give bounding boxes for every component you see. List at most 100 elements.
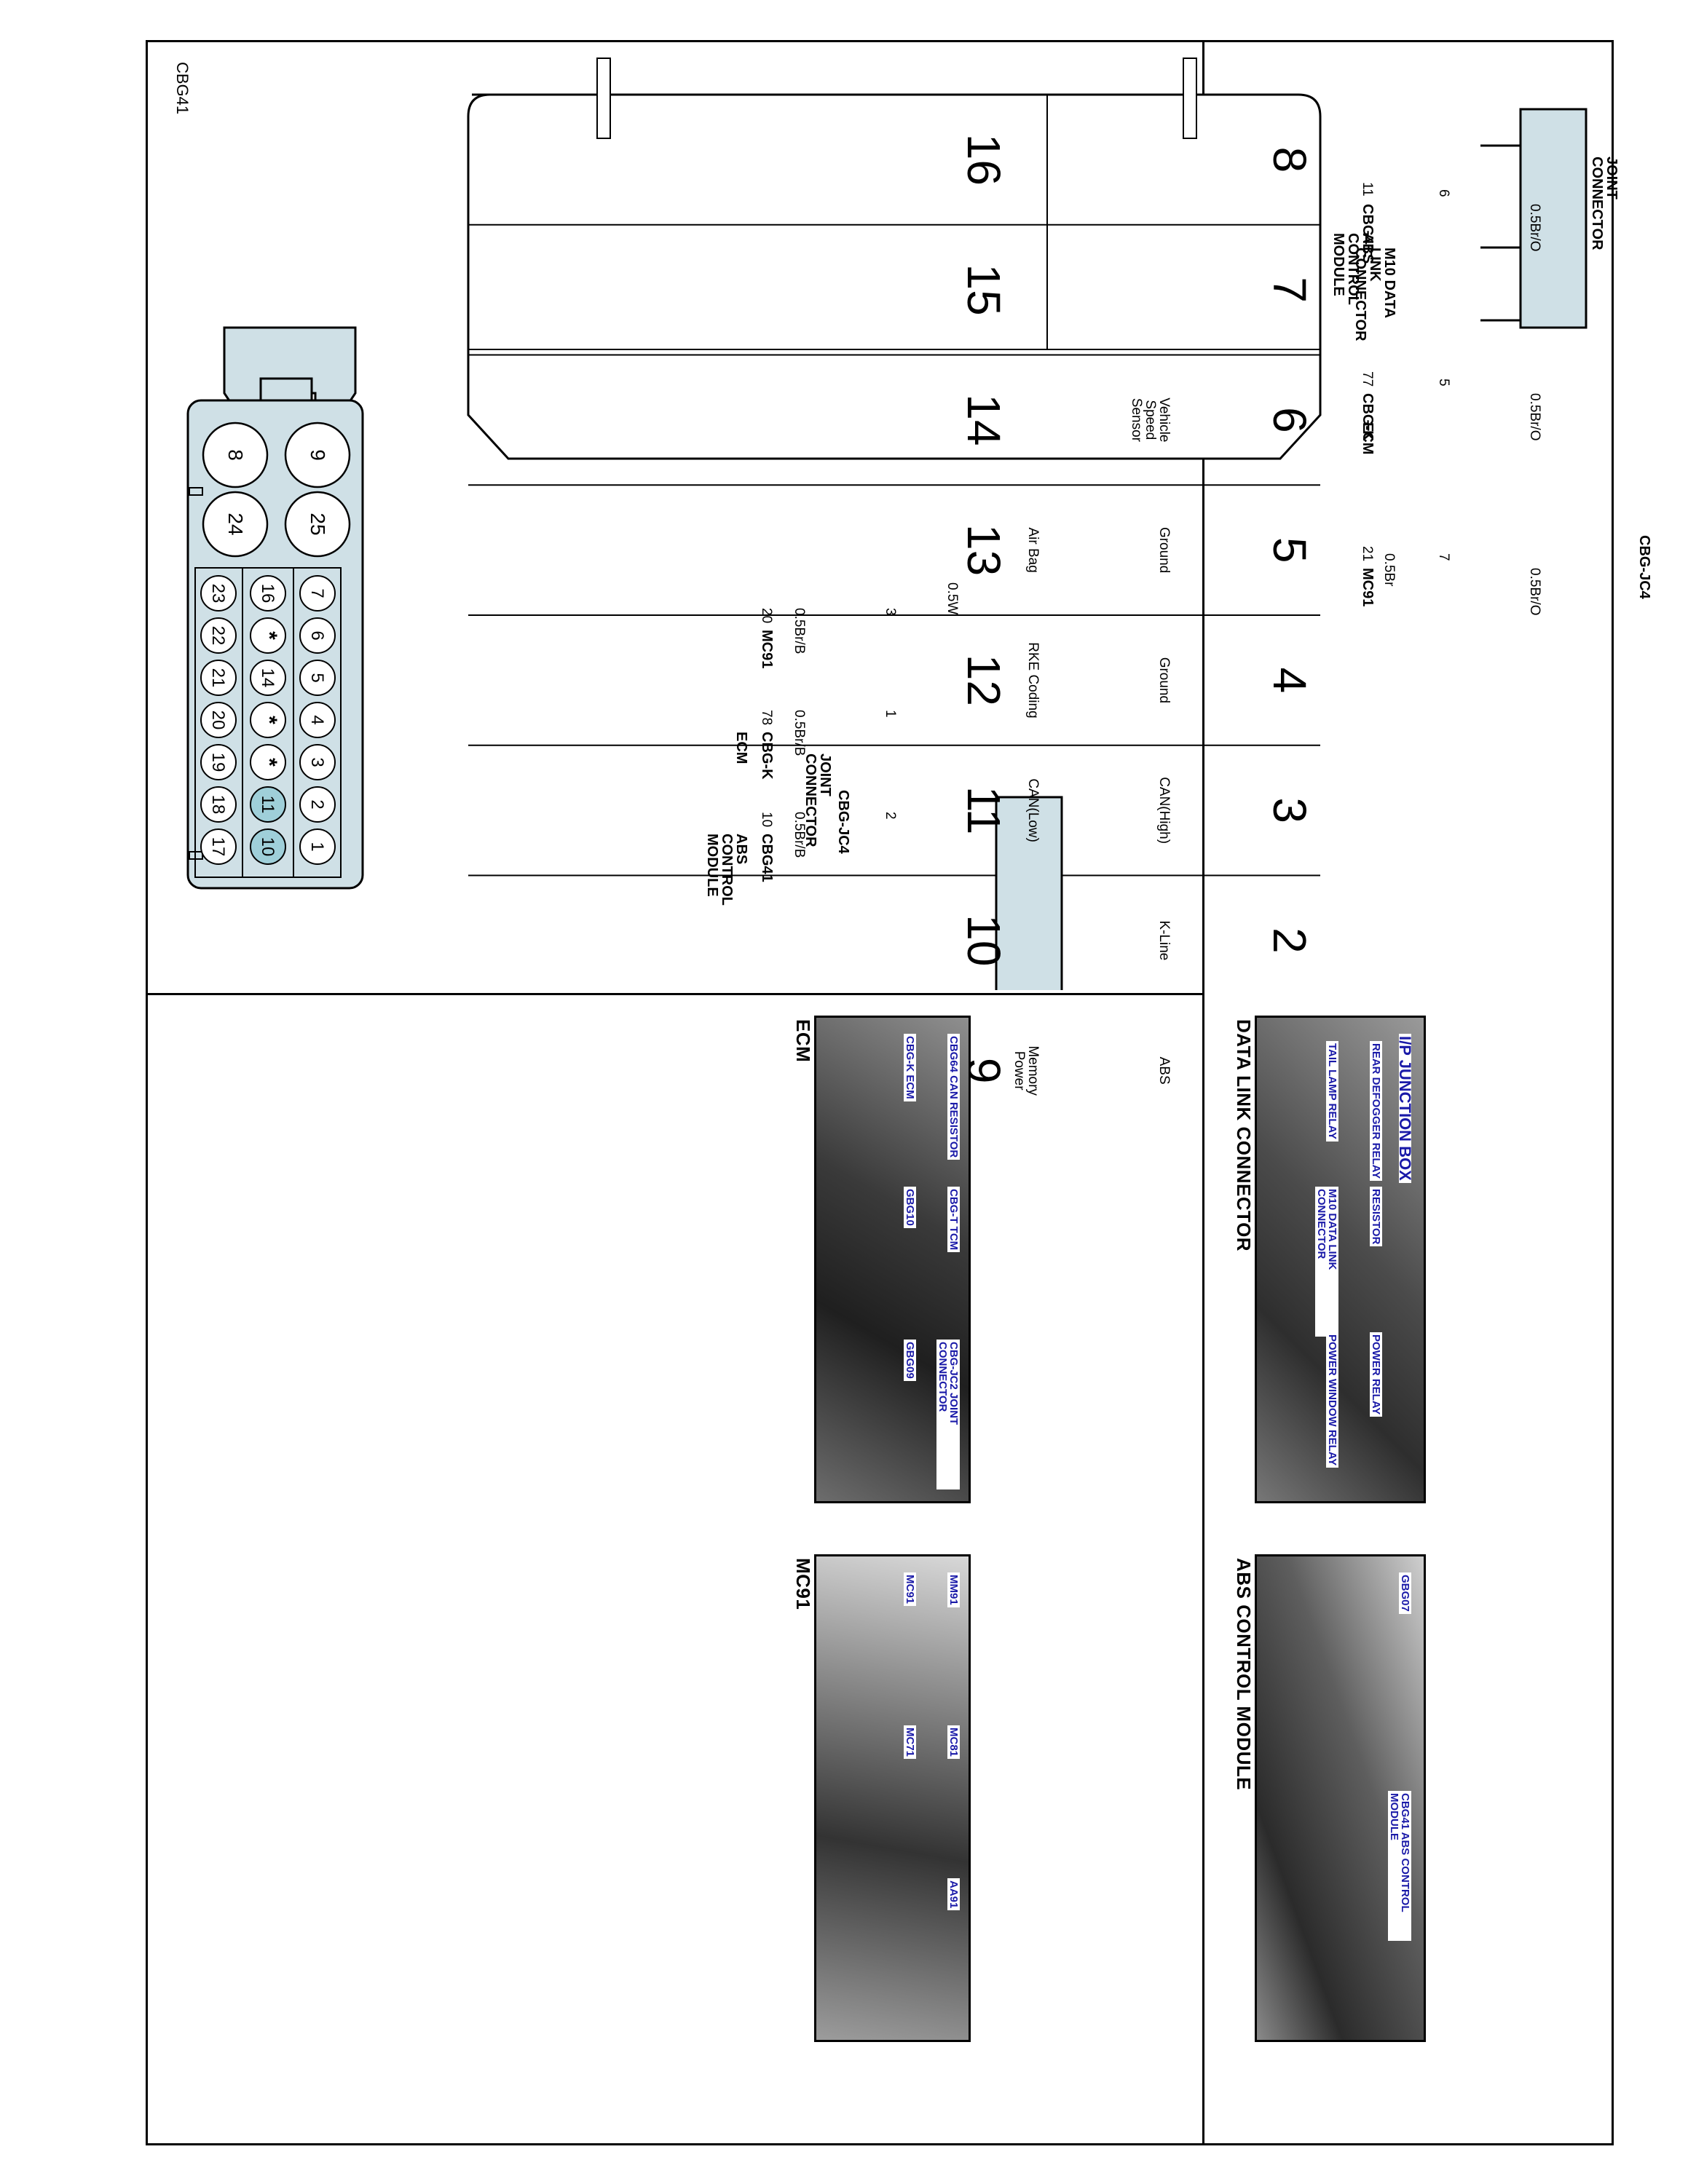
bottom-name: ECM [733,732,749,764]
pin-2 [299,786,336,823]
dlc-pin-label-13: Air Bag [1025,527,1041,573]
bottom-ref: CBG41 [759,834,775,882]
pin-label-5: 5 [307,673,327,682]
mc91-callout: AA91 [947,1878,960,1911]
pin-* [250,617,286,654]
dlc-callout: TAIL LAMP RELAY [1326,1041,1338,1142]
pin-label-6: 6 [307,630,327,640]
pin-label-9: 9 [307,449,329,461]
pin-6 [299,617,336,654]
photo-title-mc91: MC91 [792,1558,814,1610]
abs-callout: GBG07 [1399,1572,1411,1614]
dlc-pin-11: 11 [958,786,1010,835]
dlc-pin-16: 16 [958,133,1010,186]
dlc-pin-14: 14 [958,394,1010,446]
top-wire: 0.5Br/O [1527,393,1542,441]
pin-label-*: * [257,716,281,724]
dlc-pin-label-1: ABS [1156,1056,1172,1085]
dlc-pin-label-11: CAN(Low) [1025,778,1041,842]
dlc-pin-4: 4 [1263,667,1316,694]
pin-label-20: 20 [208,711,228,730]
dlc-callout: RESISTOR [1370,1187,1382,1247]
dlc-outline [467,93,1322,460]
dlc-pin-15: 15 [958,264,1010,316]
pin-label-1: 1 [307,842,327,851]
pin-label-*: * [257,631,281,640]
bottom-jc-pin: 1 [883,710,898,718]
dlc-pin-label-9: Memory Power [1011,1045,1041,1096]
top-wire: 0.5Br/O [1527,204,1542,252]
dlc-callout: POWER RELAY [1370,1332,1382,1417]
dlc-pin-label-5: Ground [1156,526,1172,574]
dlc-pin-10: 10 [958,914,1010,967]
pin-* [250,744,286,780]
pin-label-8: 8 [224,449,247,461]
photo-title-ecm: ECM [792,1019,814,1063]
dlc-pin-label-12: RKE Coding [1025,642,1041,719]
pin-label-3: 3 [307,757,327,767]
pin-label-22: 22 [208,626,228,646]
bottom-wire: 0.5Br/B [792,710,807,756]
pin-* [250,702,286,738]
dlc-pin-label-3: CAN(High) [1156,777,1172,844]
joint-connector-top-box [1519,108,1588,329]
pin-9 [284,422,351,488]
pin-11 [250,786,286,823]
top-pin: 21 [1360,546,1375,562]
bottom-pin: 20 [759,608,774,624]
top-jc-pin: 7 [1436,553,1451,561]
pin-label-10: 10 [258,837,277,857]
bottom-ref: MC91 [759,630,775,669]
pin-label-11: 11 [258,796,277,814]
top-ref: MC91 [1360,568,1376,607]
pin-18 [200,786,237,823]
photo-mc91 [814,1554,971,2042]
top-name: ECM [1360,422,1376,455]
pin-17 [200,828,237,865]
mc91-callout: MM91 [947,1572,960,1607]
dlc-pin-12: 12 [958,654,1010,706]
dlc-grid-lines [468,223,1320,877]
top-wire-to-dlc: 0.5Br [1381,553,1397,587]
top-pin: 77 [1360,371,1375,387]
bottom-wire: 0.5Br/B [792,608,807,654]
bottom-jc-pin: 3 [883,608,898,616]
bottom-name: ABS CONTROL MODULE [704,834,749,906]
joint-connector-bottom-box [995,796,1063,990]
dlc-pin-7: 7 [1263,277,1316,303]
pin-22 [200,617,237,654]
abs-callout: CBG41 ABS CONTROL MODULE [1388,1791,1411,1941]
pin-7 [299,575,336,612]
pin-25 [284,491,351,558]
divider-schematic-photos [146,993,1204,995]
bottom-wire: 0.5Br/B [792,812,807,858]
pin-label-24: 24 [224,513,247,535]
dlc-callout: M10 DATA LINK CONNECTOR [1315,1187,1338,1337]
bottom-pin: 78 [759,710,774,726]
pin-label-17: 17 [208,837,228,857]
dlc-pin-13: 13 [958,524,1010,577]
top-jc-pin: 6 [1436,189,1451,197]
pin-10 [250,828,286,865]
dlc-pin-5: 5 [1263,537,1316,563]
dlc-callout: POWER WINDOW RELAY [1326,1332,1338,1468]
bottom-jc-pin: 2 [883,812,898,820]
pin-label-2: 2 [307,799,327,809]
dlc-pin-label-6: Vehicle Speed Sensor [1129,397,1172,443]
ecm-callout: GBG09 [904,1340,916,1381]
pin-4 [299,702,336,738]
pin-label-23: 23 [208,584,228,604]
pin-23 [200,575,237,612]
joint-connector-top-label: JOINT CONNECTOR [1589,157,1620,250]
pin-24 [202,491,269,558]
pin-3 [299,744,336,780]
ecm-callout: CBG-JC2 JOINT CONNECTOR [936,1340,960,1489]
schematic [467,58,1588,990]
ecm-callout: CBG-K ECM [904,1034,916,1101]
ecm-callout: CBG-T TCM [947,1187,960,1253]
pin-14 [250,660,286,696]
mc91-callout: MC81 [947,1725,960,1760]
top-jc-pin: 5 [1436,379,1451,387]
top-pin: 11 [1360,182,1375,197]
